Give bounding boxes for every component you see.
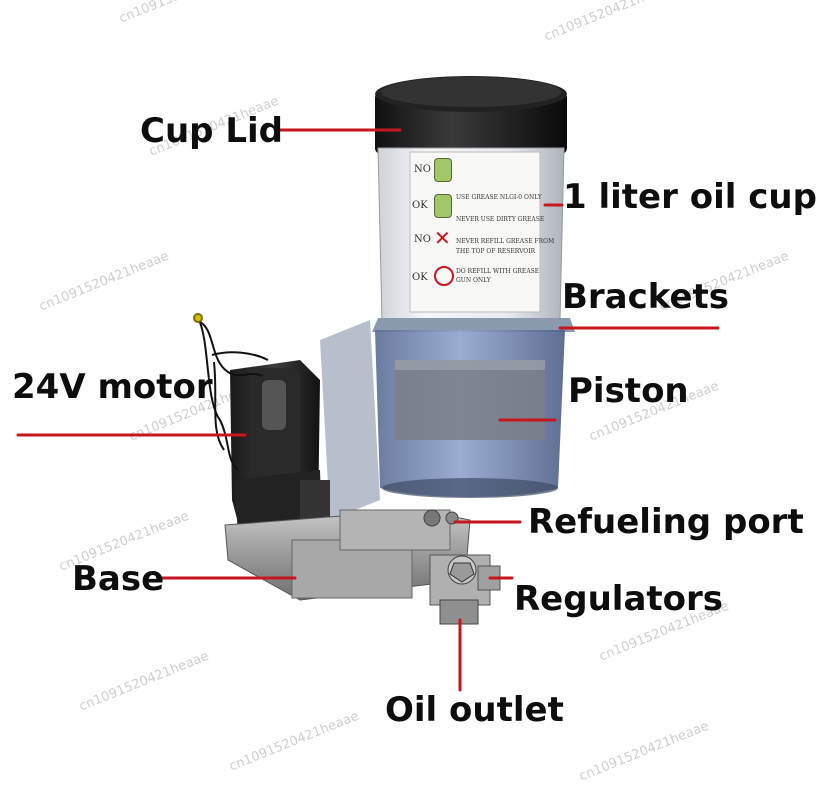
bracket-ring	[372, 318, 575, 332]
sticker-line: USE GREASE NLGI-0 ONLY	[456, 194, 542, 201]
sticker-line: NEVER REFILL GREASE FROM	[456, 238, 555, 245]
cup-lid	[375, 76, 567, 154]
sticker-mark-2: OK	[412, 200, 428, 211]
bracket-plate	[320, 320, 380, 520]
oil-cup-body	[377, 147, 565, 321]
sticker-cross-icon: ✕	[434, 226, 451, 250]
sticker-mark-1: NO	[414, 164, 431, 175]
motor-body	[230, 360, 330, 538]
sticker-no-icon	[434, 266, 454, 286]
piston-chamber	[375, 330, 565, 498]
leader-lines	[16, 128, 720, 692]
label-regulators: Regulators	[514, 579, 723, 619]
label-base: Base	[72, 559, 165, 599]
regulator-assembly	[429, 554, 501, 625]
label-refueling-port: Refueling port	[528, 502, 804, 542]
instruction-sticker-text: NO OK NO OK ✕ USE GREASE NLGI-0 ONLY NEV…	[412, 154, 554, 310]
sticker-line: GUN ONLY	[456, 277, 491, 284]
label-oil-cup: 1 liter oil cup	[563, 177, 817, 217]
label-oil-outlet: Oil outlet	[385, 690, 564, 730]
label-piston: Piston	[568, 371, 689, 411]
sticker-mark-3: NO	[414, 234, 431, 245]
label-cup-lid: Cup Lid	[140, 111, 283, 151]
sticker-icon-cylinder-2	[434, 194, 452, 218]
sticker-line: THE TOP OF RESERVOIR	[456, 248, 536, 255]
sticker-icon-cylinder-1	[434, 158, 452, 182]
lubrication-pump-illustration	[16, 76, 720, 692]
label-brackets: Brackets	[562, 277, 730, 317]
sticker-line: NEVER USE DIRTY GREASE	[456, 216, 545, 223]
label-motor: 24V motor	[12, 367, 213, 407]
instruction-sticker	[409, 151, 541, 313]
sticker-line: DO REFILL WITH GREASE	[456, 268, 540, 275]
sticker-mark-4: OK	[412, 272, 428, 283]
diagram-canvas: cn1091520421heaae cn1091520421heaae cn10…	[12, 0, 817, 784]
motor-wires	[193, 313, 269, 471]
